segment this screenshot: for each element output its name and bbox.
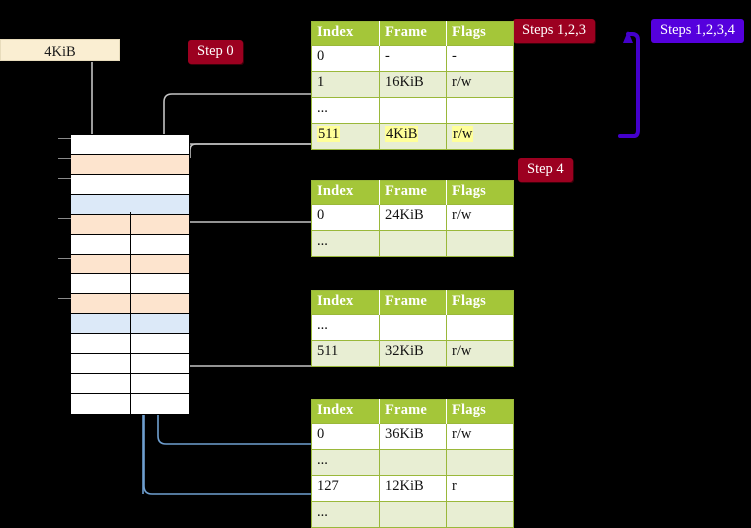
column-header-index: Index — [311, 180, 380, 205]
table-header-row: Index Frame Flags — [311, 21, 514, 46]
wire-pdp-row0 — [176, 221, 312, 272]
page-size-box: 4KiB — [0, 39, 120, 61]
cell-frame-text: 4KiB — [385, 125, 419, 142]
cell-flags: r/w — [446, 122, 514, 150]
cell-index: ... — [311, 96, 380, 124]
column-header-flags: Flags — [446, 399, 514, 424]
steps1234-badge: Steps 1,2,3,4 — [651, 19, 744, 43]
pd-table: Index Frame Flags ... 511 32KiB r/w — [311, 290, 514, 367]
memory-tick — [58, 298, 71, 299]
pt-table: Index Frame Flags 0 36KiB r/w ... 127 12… — [311, 399, 514, 528]
step4-badge: Step 4 — [518, 158, 573, 182]
cell-index: ... — [311, 448, 380, 476]
cell-flags: - — [446, 44, 514, 72]
steps1234-label: Steps 1,2,3,4 — [660, 22, 735, 38]
pml4-table: Index Frame Flags 0 - - 1 16KiB r/w ... … — [311, 21, 514, 150]
memory-tick — [58, 138, 71, 139]
table-row: 0 36KiB r/w — [311, 422, 514, 450]
memory-tick — [58, 178, 71, 179]
table-row: 0 24KiB r/w — [311, 203, 514, 231]
cell-frame — [379, 500, 447, 528]
wire-pml4-row511 — [189, 143, 312, 158]
table-row: ... — [311, 448, 514, 476]
memory-column-divider — [130, 212, 131, 415]
cell-index: 511 — [311, 122, 380, 150]
column-header-flags: Flags — [446, 180, 514, 205]
cell-index: 1 — [311, 70, 380, 98]
column-header-flags: Flags — [446, 21, 514, 46]
table-row: ... — [311, 500, 514, 528]
table-row: ... — [311, 96, 514, 124]
step0-label: Step 0 — [197, 43, 234, 59]
cell-frame — [379, 313, 447, 341]
cell-flags — [446, 313, 514, 341]
cell-frame: 12KiB — [379, 474, 447, 502]
cell-flags — [446, 500, 514, 528]
table-row: 127 12KiB r — [311, 474, 514, 502]
table-row: ... — [311, 229, 514, 257]
steps123-label: Steps 1,2,3 — [522, 22, 587, 38]
pdp-table: Index Frame Flags 0 24KiB r/w ... — [311, 180, 514, 257]
cell-index: 0 — [311, 203, 380, 231]
cell-flags — [446, 229, 514, 257]
cell-frame: 32KiB — [379, 339, 447, 367]
memory-tick — [58, 258, 71, 259]
table-row: 0 - - — [311, 44, 514, 72]
cell-index: ... — [311, 313, 380, 341]
cell-frame — [379, 229, 447, 257]
cell-index-text: 511 — [317, 125, 341, 142]
cell-frame: 36KiB — [379, 422, 447, 450]
column-header-flags: Flags — [446, 290, 514, 315]
step4-label: Step 4 — [527, 161, 564, 177]
cell-frame: - — [379, 44, 447, 72]
column-header-frame: Frame — [379, 399, 447, 424]
cell-index: ... — [311, 229, 380, 257]
column-header-index: Index — [311, 399, 380, 424]
cell-flags: r/w — [446, 422, 514, 450]
table-header-row: Index Frame Flags — [311, 290, 514, 315]
cell-frame: 16KiB — [379, 70, 447, 98]
cell-frame — [379, 96, 447, 124]
memory-tick — [58, 218, 71, 219]
column-header-index: Index — [311, 290, 380, 315]
table-header-row: Index Frame Flags — [311, 399, 514, 424]
cell-frame — [379, 448, 447, 476]
cell-index: 511 — [311, 339, 380, 367]
column-header-frame: Frame — [379, 290, 447, 315]
column-header-index: Index — [311, 21, 380, 46]
steps123-badge: Steps 1,2,3 — [513, 19, 596, 43]
steps-bracket-arrow — [618, 31, 640, 138]
cell-index: 0 — [311, 44, 380, 72]
cell-flags: r/w — [446, 70, 514, 98]
cell-index: ... — [311, 500, 380, 528]
memory-frame-1 — [71, 154, 189, 175]
step0-badge: Step 0 — [188, 40, 243, 64]
table-row-highlighted: 511 4KiB r/w — [311, 122, 514, 150]
wire-pd-row511 — [171, 312, 312, 367]
memory-frame-2 — [71, 174, 189, 195]
cell-frame: 4KiB — [379, 122, 447, 150]
cell-index: 0 — [311, 422, 380, 450]
cell-flags: r/w — [446, 203, 514, 231]
table-row: 511 32KiB r/w — [311, 339, 514, 367]
cell-flags-text: r/w — [452, 125, 474, 142]
memory-frame-0 — [71, 135, 189, 155]
cell-index: 127 — [311, 474, 380, 502]
column-header-frame: Frame — [379, 21, 447, 46]
column-header-frame: Frame — [379, 180, 447, 205]
cell-flags — [446, 448, 514, 476]
table-row: 1 16KiB r/w — [311, 70, 514, 98]
page-size-label: 4KiB — [44, 44, 76, 60]
cell-flags: r — [446, 474, 514, 502]
cell-flags — [446, 96, 514, 124]
memory-tick — [58, 158, 71, 159]
table-row: ... — [311, 313, 514, 341]
cell-frame: 24KiB — [379, 203, 447, 231]
cell-flags: r/w — [446, 339, 514, 367]
table-header-row: Index Frame Flags — [311, 180, 514, 205]
